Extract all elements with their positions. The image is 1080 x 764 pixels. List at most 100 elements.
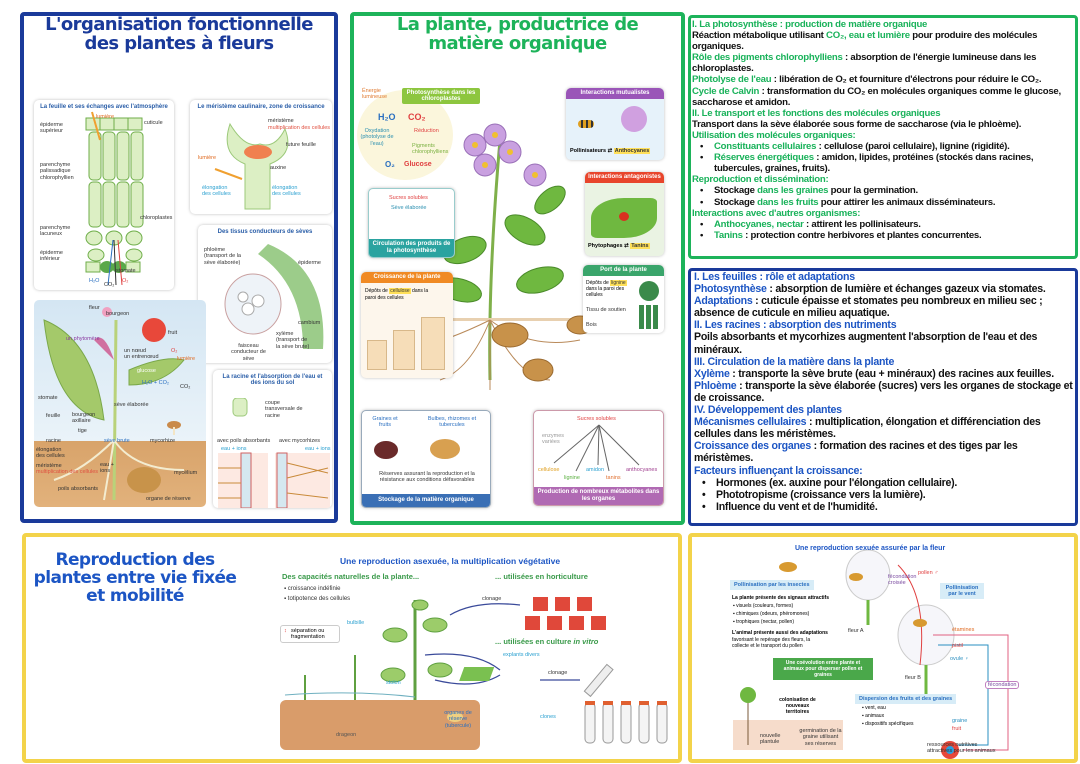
cell-icon — [367, 340, 387, 370]
plant-label: stomate — [38, 395, 58, 401]
body-text: Influence du vent et de l'humidité. — [716, 500, 878, 513]
leaf-label: parenchyme lacuneux — [40, 225, 71, 238]
asexual-label: clones — [540, 714, 556, 720]
plant-scene: fleur bourgeon fruit un phytomère un nœu… — [34, 300, 206, 507]
asexual-title: Une reproduction asexuée, la multiplicat… — [340, 556, 561, 566]
ladybug-icon — [619, 212, 629, 221]
paragraph: III. Circulation de la matière dans la p… — [694, 356, 1074, 368]
body-text: : libération de O₂ et fourniture d'élect… — [771, 74, 1042, 86]
panel-reproduction-title: Reproduction des plantes entre vie fixée… — [33, 550, 237, 606]
photo-h2o: H₂O — [378, 112, 396, 122]
bean-icon — [374, 441, 398, 459]
organisation-summary-box — [688, 268, 1078, 526]
mutualist-header: Interactions mutualistes — [566, 88, 664, 100]
vessels-card-title: Des tissus conducteurs de sèves — [217, 229, 313, 235]
asexual-label: organes de réserve (tubercule) — [444, 710, 472, 729]
body-text: : formation des racines et des tiges par… — [694, 440, 1018, 465]
leaf-label: CO₂ — [104, 282, 115, 288]
panel-plante — [350, 12, 685, 525]
paragraph: Réaction métabolique utilisant CO₂, eau … — [692, 30, 1076, 52]
paragraph: Phloème : transporte la sève élaborée (s… — [694, 380, 1074, 404]
vessels-label: faisceau conducteur de sève — [231, 343, 266, 362]
panel-plante-title: La plante, productrice de matière organi… — [396, 14, 639, 54]
paragraph: Photolyse de l'eau : libération de O₂ et… — [692, 74, 1076, 85]
dispersion-text: animaux — [865, 713, 885, 719]
plant-label: un phytomère — [66, 336, 100, 342]
leaf-label: cuticule — [144, 120, 163, 126]
leaf-label: stomate — [116, 268, 136, 274]
root-label: avec poils absorbants — [217, 438, 271, 444]
leaf-card: La feuille et ses échanges avec l'atmosp… — [34, 100, 174, 290]
root-label: avec mycorhizes — [279, 438, 320, 444]
circulation-card: Sucres solubles Sève élaborée Circulatio… — [368, 188, 455, 258]
bullet-item: Stockage dans les graines pour la germin… — [692, 185, 1076, 196]
photo-o2: O₂ — [385, 160, 395, 169]
sexual-label: ovule ♀ — [950, 656, 969, 662]
body-text: Phototropisme (croissance vers la lumièr… — [716, 488, 926, 501]
sexual-label: ressources nutritives attractives pour l… — [927, 742, 996, 755]
body-text: : amidon, lipides, protéines (stockés da… — [714, 152, 1034, 175]
metabolite-product: anthocyanes — [626, 467, 658, 473]
body-text: Transport dans la sève élaborée sous for… — [692, 118, 1022, 130]
plant-label: tige — [78, 428, 87, 434]
dispersion-item: ▪ vent, eau — [862, 705, 886, 711]
body-text: pour la germination. — [828, 185, 918, 197]
highlight-term: Utilisation des molécules organiques: — [692, 129, 856, 141]
port-wood: Bois — [586, 322, 597, 328]
paragraph: Interactions avec d'autres organismes: — [692, 208, 1076, 219]
mutualist-left: Pollinisateurs — [570, 148, 607, 154]
paragraph: Poils absorbants et mycorhizes augmenten… — [694, 331, 1074, 355]
asexual-label: stolon — [386, 680, 401, 686]
photo-energy: Énergie lumineuse — [362, 88, 388, 101]
body-text: Hormones (ex. auxine pour l'élongation c… — [716, 476, 958, 489]
insects-label: Pollinisation par les insectes — [730, 580, 814, 590]
signal-item: ▪ visuels (couleurs, formes) — [733, 603, 794, 609]
meristem-label: future feuille — [286, 142, 316, 148]
storage-seeds: Graines et fruits — [372, 416, 398, 429]
bullet-item: Réserves énergétiques : amidon, lipides,… — [692, 152, 1076, 174]
circulation-sugars: Sucres solubles — [389, 195, 428, 201]
paragraph: Photosynthèse : absorption de lumière et… — [694, 283, 1074, 295]
vessels-label: cambium — [298, 320, 321, 326]
leaf-label: H₂O — [89, 278, 100, 284]
antagonist-left: Phytophages — [588, 243, 623, 249]
body-text: : transporte la sève élaborée (sucres) v… — [694, 379, 1073, 404]
highlight-term: II. Les racines : absorption des nutrime… — [694, 319, 897, 332]
body-text: Stockage — [714, 196, 758, 208]
vessel-section-illustration — [224, 244, 324, 349]
port-header: Port de la plante — [583, 265, 664, 277]
highlight-term: Xylème — [694, 367, 730, 380]
colonisation-label: colonisation de nouveaux territoires — [779, 697, 816, 715]
bullet-item: Influence du vent et de l'humidité. — [694, 501, 1074, 513]
metabolite-product: lignine — [564, 475, 580, 481]
highlight-term: Interactions avec d'autres organismes: — [692, 207, 861, 219]
animal-title: L'animal présente aussi des adaptations — [732, 630, 828, 636]
dispersion-text: vent, eau — [865, 705, 886, 711]
asexual-label: explants divers — [503, 652, 540, 658]
storage-footer: Stockage de la matière organique — [362, 493, 490, 507]
plant-label: poils absorbants — [58, 486, 99, 492]
sexual-label: nouvelle plantule — [760, 733, 781, 746]
body-text: : cellulose (paroi cellulaire), lignine … — [816, 141, 1010, 153]
meristem-label: élongation des cellules — [272, 185, 301, 198]
horticulture-pots — [525, 597, 606, 630]
antagonist-right: Tanins — [630, 243, 650, 249]
plant-label: racine — [46, 438, 61, 444]
growth-card: Croissance de la plante Dépôts de cellul… — [361, 272, 453, 378]
vessels-card: Des tissus conducteurs de sèves phloème … — [198, 225, 332, 363]
animal-text: favorisant le repérage des fleurs, la co… — [732, 637, 811, 649]
highlight-term: II. Le transport et les fonctions des mo… — [692, 107, 941, 119]
asexual-bullet: ▪ totipotence des cellules — [284, 596, 351, 602]
port-text: Dépôts de lignine dans la paroi des cell… — [586, 280, 636, 298]
body-text: Réaction métabolique utilisant — [692, 30, 827, 42]
sexual-label: pistil — [952, 643, 964, 649]
paragraph: Utilisation des molécules organiques: — [692, 130, 1076, 141]
sexual-label: germination de la graine utilisant ses r… — [799, 728, 842, 747]
port-text2: dans la paroi des cellules — [586, 286, 625, 298]
highlight-term: Anthocyanes, nectar — [714, 218, 804, 230]
root-card-title: La racine et l'absorption de l'eau et de… — [222, 374, 323, 386]
asexual-label: clonage — [548, 670, 568, 676]
storage-card: Graines et fruits Bulbes, rhizomes et tu… — [361, 410, 491, 508]
paragraph: Transport dans la sève élaborée sous for… — [692, 119, 1076, 130]
